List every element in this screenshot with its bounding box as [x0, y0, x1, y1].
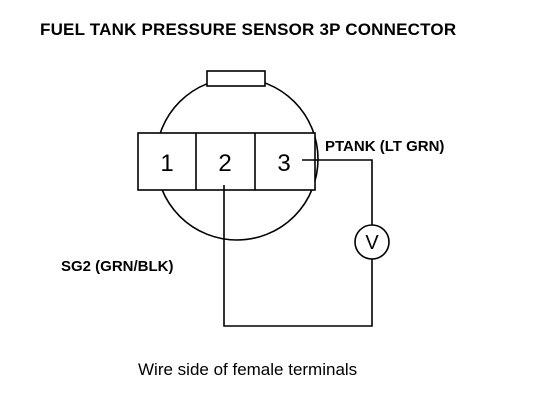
connector-lock-tab	[206, 70, 266, 87]
wire-ptank	[302, 159, 373, 225]
terminal-1-label: 1	[160, 150, 173, 177]
terminal-2-label: 2	[218, 150, 231, 177]
terminal-3-label: 3	[277, 150, 290, 177]
ptank-wire-label: PTANK (LT GRN)	[325, 138, 444, 155]
voltmeter-symbol: V	[365, 232, 379, 254]
diagram-title: FUEL TANK PRESSURE SENSOR 3P CONNECTOR	[40, 20, 457, 39]
terminal-block	[137, 132, 316, 191]
wire-sg2	[223, 185, 373, 327]
voltmeter-circle	[354, 224, 390, 260]
diagram-caption: Wire side of female terminals	[138, 360, 358, 379]
sg2-wire-label: SG2 (GRN/BLK)	[61, 258, 174, 275]
